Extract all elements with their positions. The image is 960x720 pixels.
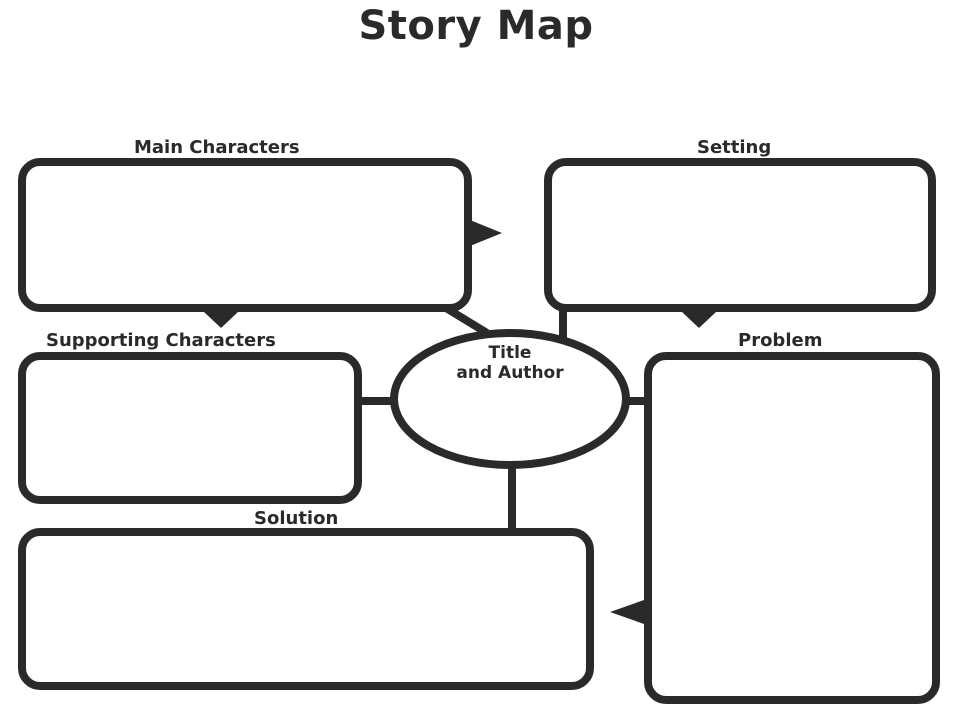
main-characters-label: Main Characters <box>134 137 300 158</box>
page-title: Story Map <box>358 3 594 49</box>
setting-writing-area[interactable] <box>556 170 924 300</box>
arrow-main-to-setting <box>470 220 502 246</box>
supporting-characters-box <box>18 352 362 504</box>
title-author-line1: Title <box>488 343 532 363</box>
arrow-setting-to-problem <box>682 312 716 328</box>
problem-writing-area[interactable] <box>656 364 928 692</box>
problem-label: Problem <box>738 330 823 351</box>
setting-label: Setting <box>697 137 772 158</box>
solution-writing-area[interactable] <box>30 540 582 678</box>
supporting-characters-label: Supporting Characters <box>46 330 276 351</box>
connector-main-to-center <box>443 304 490 337</box>
title-author-line2: and Author <box>456 363 564 383</box>
supporting-characters-writing-area[interactable] <box>30 364 350 492</box>
solution-label: Solution <box>254 508 339 529</box>
main-characters-writing-area[interactable] <box>30 170 460 300</box>
problem-box <box>644 352 940 704</box>
arrow-problem-to-solution <box>610 600 644 624</box>
main-characters-box <box>18 158 472 312</box>
solution-box <box>18 528 594 690</box>
arrow-main-to-supporting <box>204 312 238 328</box>
title-author-circle <box>390 329 630 469</box>
title-author-label: Title and Author <box>418 343 602 383</box>
setting-box <box>544 158 936 312</box>
